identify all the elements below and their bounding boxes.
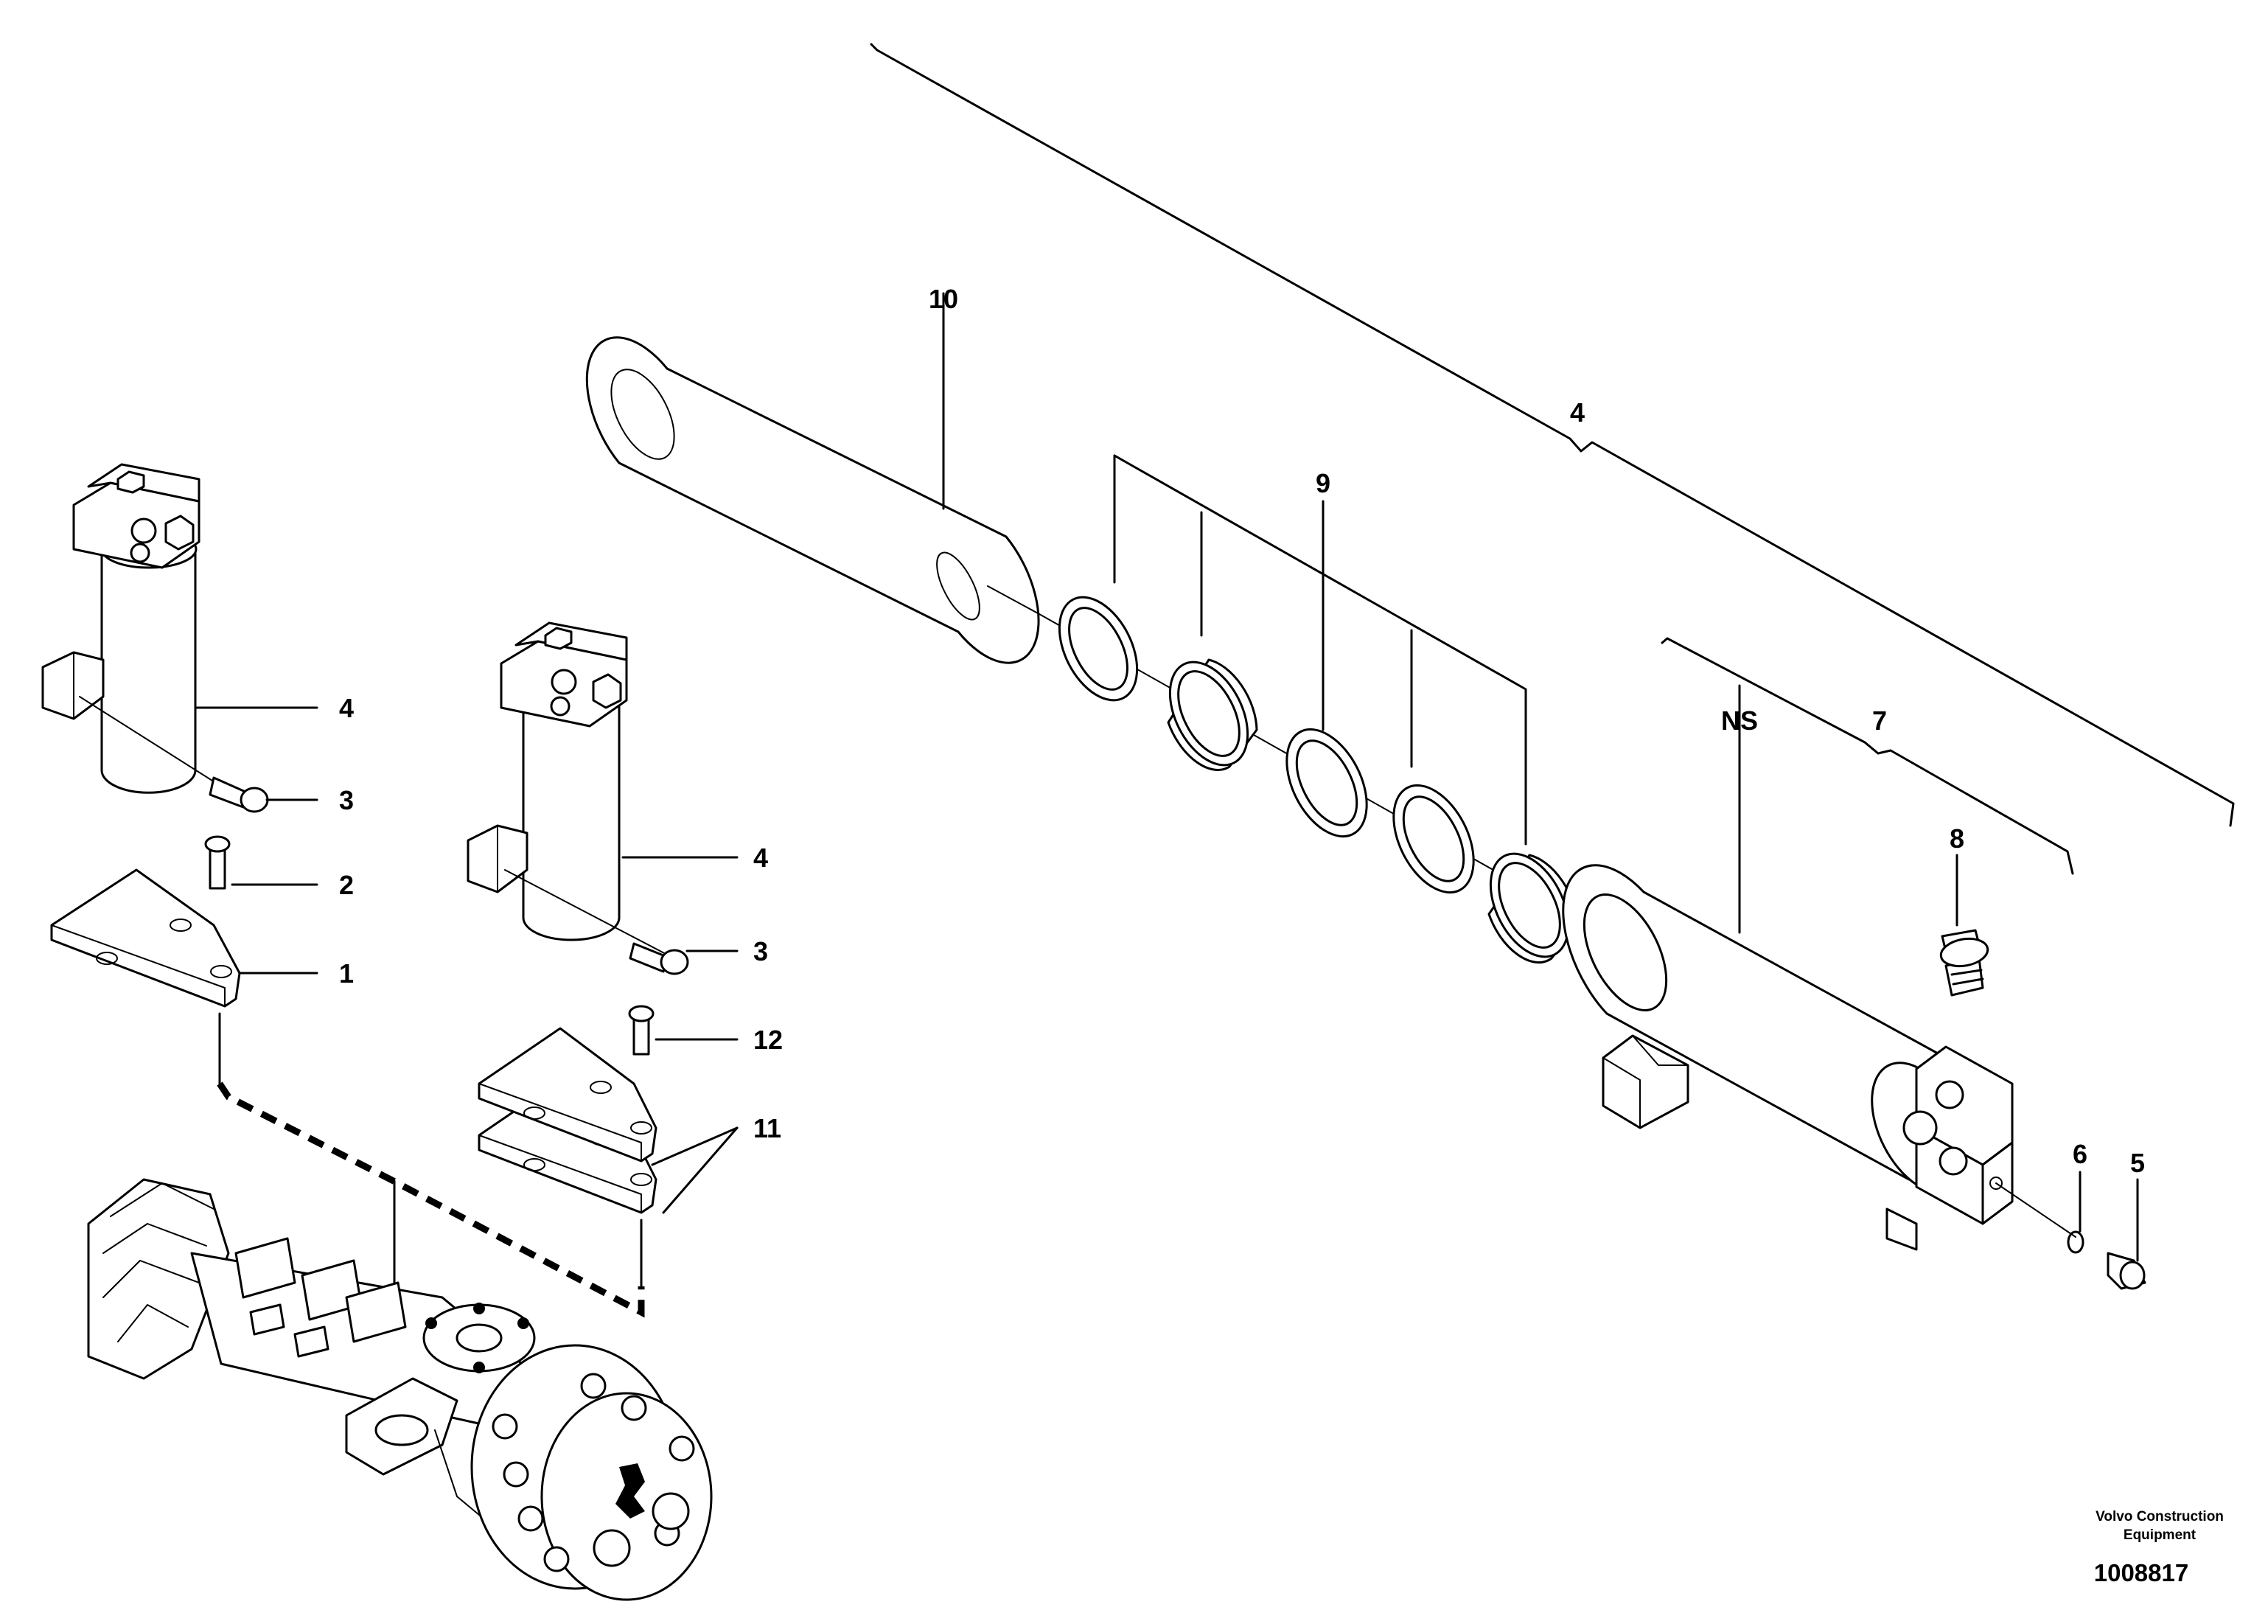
callout-11: 11 <box>753 1113 781 1143</box>
callout-10: 10 <box>929 284 958 314</box>
callout-6: 6 <box>2073 1139 2087 1169</box>
wear-ring-5 <box>1487 852 1579 964</box>
document-number: 1008817 <box>2094 1559 2188 1586</box>
cylinder-mid <box>467 621 739 955</box>
screw-12 <box>628 1005 739 1056</box>
callout-4-left: 4 <box>339 693 354 723</box>
brand-line-1: Volvo Construction <box>2096 1509 2224 1524</box>
seal-ring-3 <box>1285 728 1368 838</box>
callout-1: 1 <box>339 958 354 989</box>
bracket-seal-kit-9 <box>1113 454 1527 846</box>
callout-8: 8 <box>1950 823 1964 854</box>
callout-ns: NS <box>1721 705 1758 736</box>
seal-ring-1 <box>1058 596 1139 702</box>
callout-4-top: 4 <box>1570 397 1585 428</box>
callout-9: 9 <box>1316 468 1330 498</box>
callout-12: 12 <box>753 1025 783 1055</box>
seal-ring-4 <box>1392 784 1475 894</box>
callout-2: 2 <box>339 870 354 900</box>
cylinder-body <box>1562 684 2014 1251</box>
callout-3-mid: 3 <box>753 936 768 966</box>
plates-11 <box>478 1027 739 1288</box>
cylinder-left <box>41 463 318 808</box>
callout-5: 5 <box>2130 1148 2145 1178</box>
axle-assembly <box>87 1178 713 1601</box>
wear-ring-2 <box>1167 658 1258 771</box>
plate-1 <box>50 868 318 1085</box>
callout-4-mid: 4 <box>753 843 768 873</box>
piston-rod <box>585 292 1040 664</box>
plug-5 <box>2107 1178 2146 1290</box>
callout-7: 7 <box>1872 705 1887 736</box>
bracket-group-4 <box>870 43 2235 827</box>
washer-6 <box>1995 1171 2084 1254</box>
brand-line-2: Equipment <box>2124 1527 2197 1543</box>
relief-valve <box>1939 854 1989 997</box>
screw-2 <box>204 835 318 890</box>
bracket-group-7 <box>1661 637 2074 875</box>
screw-3-left <box>209 776 318 813</box>
callout-3-left: 3 <box>339 785 354 815</box>
screw-3-mid <box>629 942 739 975</box>
